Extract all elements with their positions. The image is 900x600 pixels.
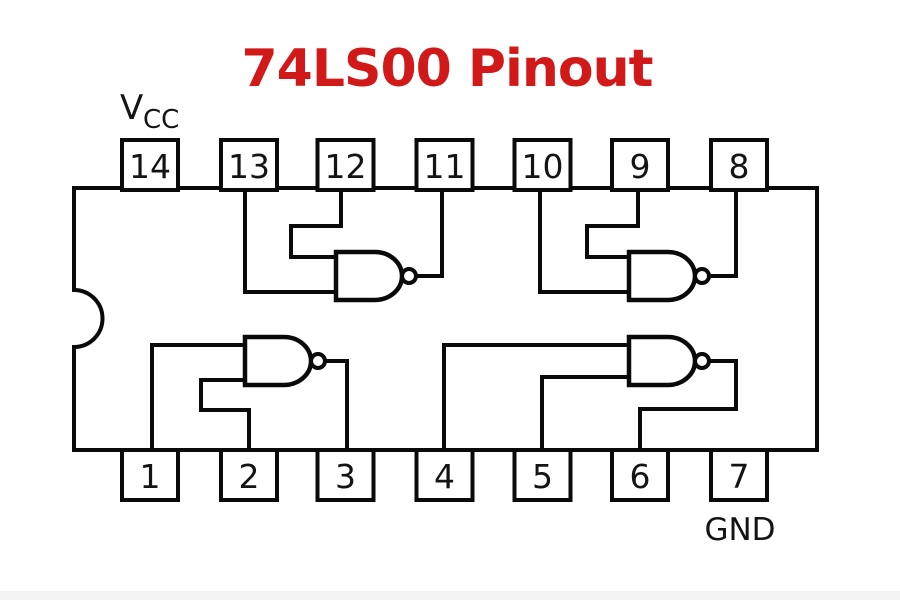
- pin-box-7: [709, 448, 769, 502]
- pin-box-11: [414, 138, 475, 192]
- pin-number-3: 3: [335, 457, 356, 496]
- nand-gate-3: [626, 249, 711, 303]
- diagram-title: 74LS00 Pinout: [242, 39, 653, 99]
- pin-number-7: 7: [729, 457, 750, 496]
- pin-bottom-1: 1: [120, 448, 180, 502]
- vcc-label-sub: CC: [143, 105, 179, 135]
- wire-pin-5: [540, 375, 629, 450]
- nand-gate-1: [242, 334, 327, 388]
- pin-row-top: 14 13 12 11 10 9: [120, 138, 769, 192]
- nand-gate-2-body: [626, 334, 698, 388]
- gnd-label: GND: [704, 512, 775, 548]
- pin-number-5: 5: [532, 457, 553, 496]
- pin-bottom-3: 3: [315, 448, 376, 502]
- pin-bottom-2: 2: [219, 448, 279, 502]
- pin-top-14: 14: [120, 138, 180, 192]
- pin-bottom-7: 7: [709, 448, 769, 502]
- pin-box-9: [610, 138, 670, 192]
- pin-number-11: 11: [424, 147, 466, 186]
- pin-bottom-5: 5: [512, 448, 573, 502]
- pin-bottom-6: 6: [610, 448, 670, 502]
- ic-body-outline: [72, 186, 819, 452]
- pin-top-13: 13: [219, 138, 279, 192]
- pin-box-8: [709, 138, 769, 192]
- pin-number-8: 8: [729, 147, 750, 186]
- wire-pin-13: [243, 188, 336, 294]
- wire-gate4-output-pin-11: [416, 188, 444, 278]
- pin-box-2: [219, 448, 279, 502]
- pin-top-10: 10: [512, 138, 573, 192]
- pin-top-12: 12: [315, 138, 376, 192]
- wire-pin-4: [442, 343, 629, 450]
- wire-gate1-output-pin-3: [325, 359, 349, 450]
- pin-number-9: 9: [630, 147, 651, 186]
- pin-row-bottom: 1 2 3 4 5 6 7: [120, 448, 769, 502]
- wire-pin-9: [585, 188, 640, 259]
- wire-pin-10: [538, 188, 629, 294]
- pin-top-9: 9: [610, 138, 670, 192]
- pin-box-13: [219, 138, 279, 192]
- nand-gate-3-bubble: [693, 267, 711, 285]
- pin-top-8: 8: [709, 138, 769, 192]
- pin-number-1: 1: [140, 457, 161, 496]
- wire-pin-2: [199, 378, 251, 450]
- internal-wires: [150, 188, 738, 450]
- nand-gate-1-body: [242, 334, 314, 388]
- nand-gate-3-body: [626, 249, 698, 303]
- pin-number-6: 6: [630, 457, 651, 496]
- pin-box-4: [414, 448, 475, 502]
- nand-gate-1-bubble: [309, 352, 327, 370]
- pin-bottom-4: 4: [414, 448, 475, 502]
- pin-box-10: [512, 138, 573, 192]
- pin-number-10: 10: [522, 147, 564, 186]
- pin-number-4: 4: [434, 457, 455, 496]
- nand-gate-2-bubble: [693, 352, 711, 370]
- nand-gate-4: [333, 249, 418, 303]
- wire-pin-12: [289, 188, 343, 259]
- vcc-label: V CC: [120, 88, 179, 135]
- pin-number-2: 2: [239, 457, 260, 496]
- wire-gate3-output-pin-8: [709, 188, 738, 278]
- vcc-label-main: V: [120, 88, 143, 128]
- nand-gate-4-body: [333, 249, 405, 303]
- pin-box-1: [120, 448, 180, 502]
- pin-top-11: 11: [414, 138, 475, 192]
- wire-gate2-output-pin-6: [638, 359, 738, 450]
- footer-strip: [0, 591, 900, 600]
- pin-number-12: 12: [325, 147, 367, 186]
- wire-pin-1: [150, 343, 245, 450]
- pin-box-6: [610, 448, 670, 502]
- pin-number-14: 14: [129, 147, 171, 186]
- pin-box-12: [315, 138, 376, 192]
- pin-box-5: [512, 448, 573, 502]
- nand-gate-2: [626, 334, 711, 388]
- pin-number-13: 13: [228, 147, 270, 186]
- nand-gate-4-bubble: [400, 267, 418, 285]
- pin-box-14: [120, 138, 180, 192]
- pin-box-3: [315, 448, 376, 502]
